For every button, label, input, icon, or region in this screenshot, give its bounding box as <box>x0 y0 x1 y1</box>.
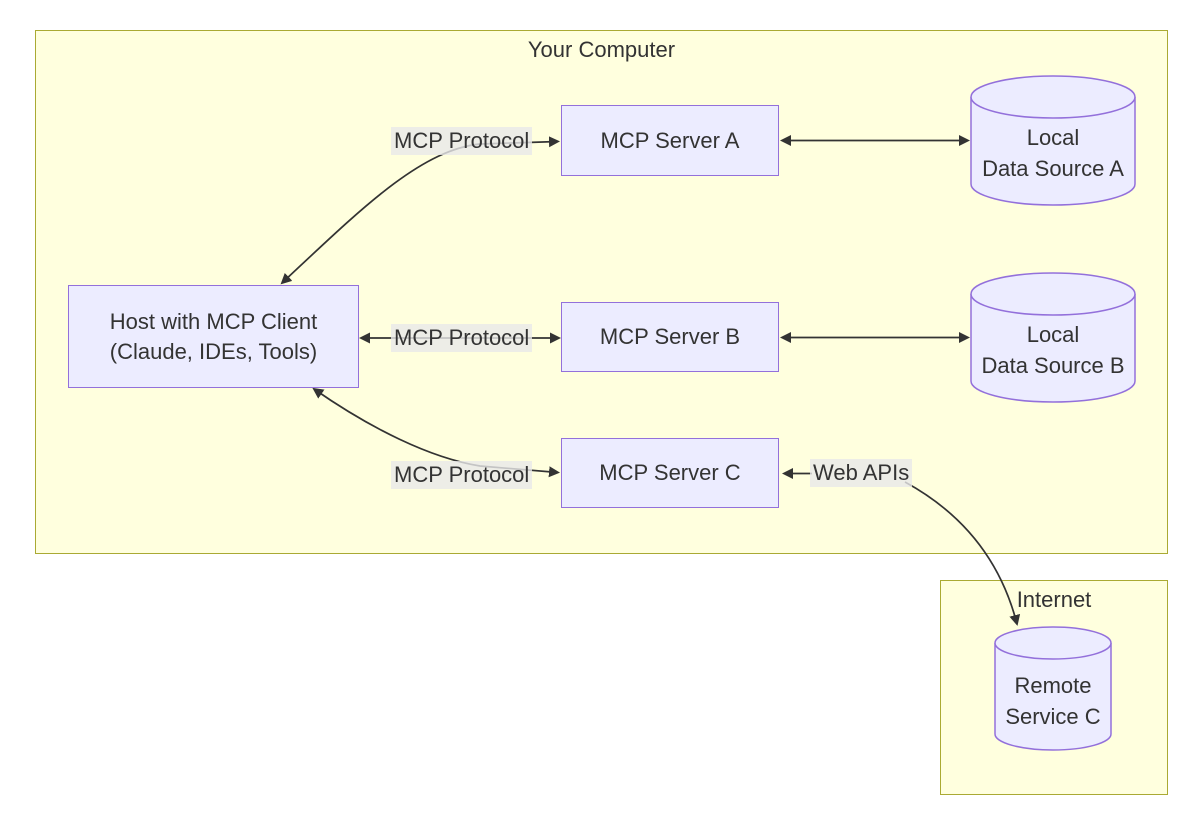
edge-label-web-apis: Web APIs <box>810 459 913 487</box>
data-source-b-line2: Data Source B <box>981 353 1125 378</box>
data-source-a-line2: Data Source A <box>982 156 1124 181</box>
data-source-b-line1: Local <box>1026 322 1080 347</box>
node-host-with-mcp-client: Host with MCP Client (Claude, IDEs, Tool… <box>68 285 359 388</box>
node-local-data-source-a-label: Local Data Source A <box>943 122 1163 184</box>
node-mcp-server-b: MCP Server B <box>561 302 779 372</box>
data-source-a-line1: Local <box>1026 125 1080 150</box>
node-host-line2: (Claude, IDEs, Tools) <box>109 338 318 364</box>
node-local-data-source-b-label: Local Data Source B <box>943 319 1163 381</box>
node-remote-service-c-label: Remote Service C <box>943 670 1163 732</box>
node-mcp-server-a: MCP Server A <box>561 105 779 176</box>
node-mcp-server-c-label: MCP Server C <box>599 460 741 485</box>
edge-label-mcp-protocol-c: MCP Protocol <box>391 461 533 489</box>
node-mcp-server-b-label: MCP Server B <box>599 324 741 349</box>
edge-label-mcp-protocol-b: MCP Protocol <box>391 324 533 352</box>
edge-label-mcp-protocol-a: MCP Protocol <box>391 127 533 155</box>
remote-service-c-line1: Remote <box>1014 673 1092 698</box>
remote-service-c-line2: Service C <box>1005 704 1101 729</box>
cluster-your-computer-title: Your Computer <box>527 37 676 62</box>
node-mcp-server-a-label: MCP Server A <box>600 127 740 153</box>
node-mcp-server-c: MCP Server C <box>561 438 779 508</box>
node-host-line1: Host with MCP Client <box>109 308 318 334</box>
cluster-internet-title: Internet <box>1016 587 1092 612</box>
